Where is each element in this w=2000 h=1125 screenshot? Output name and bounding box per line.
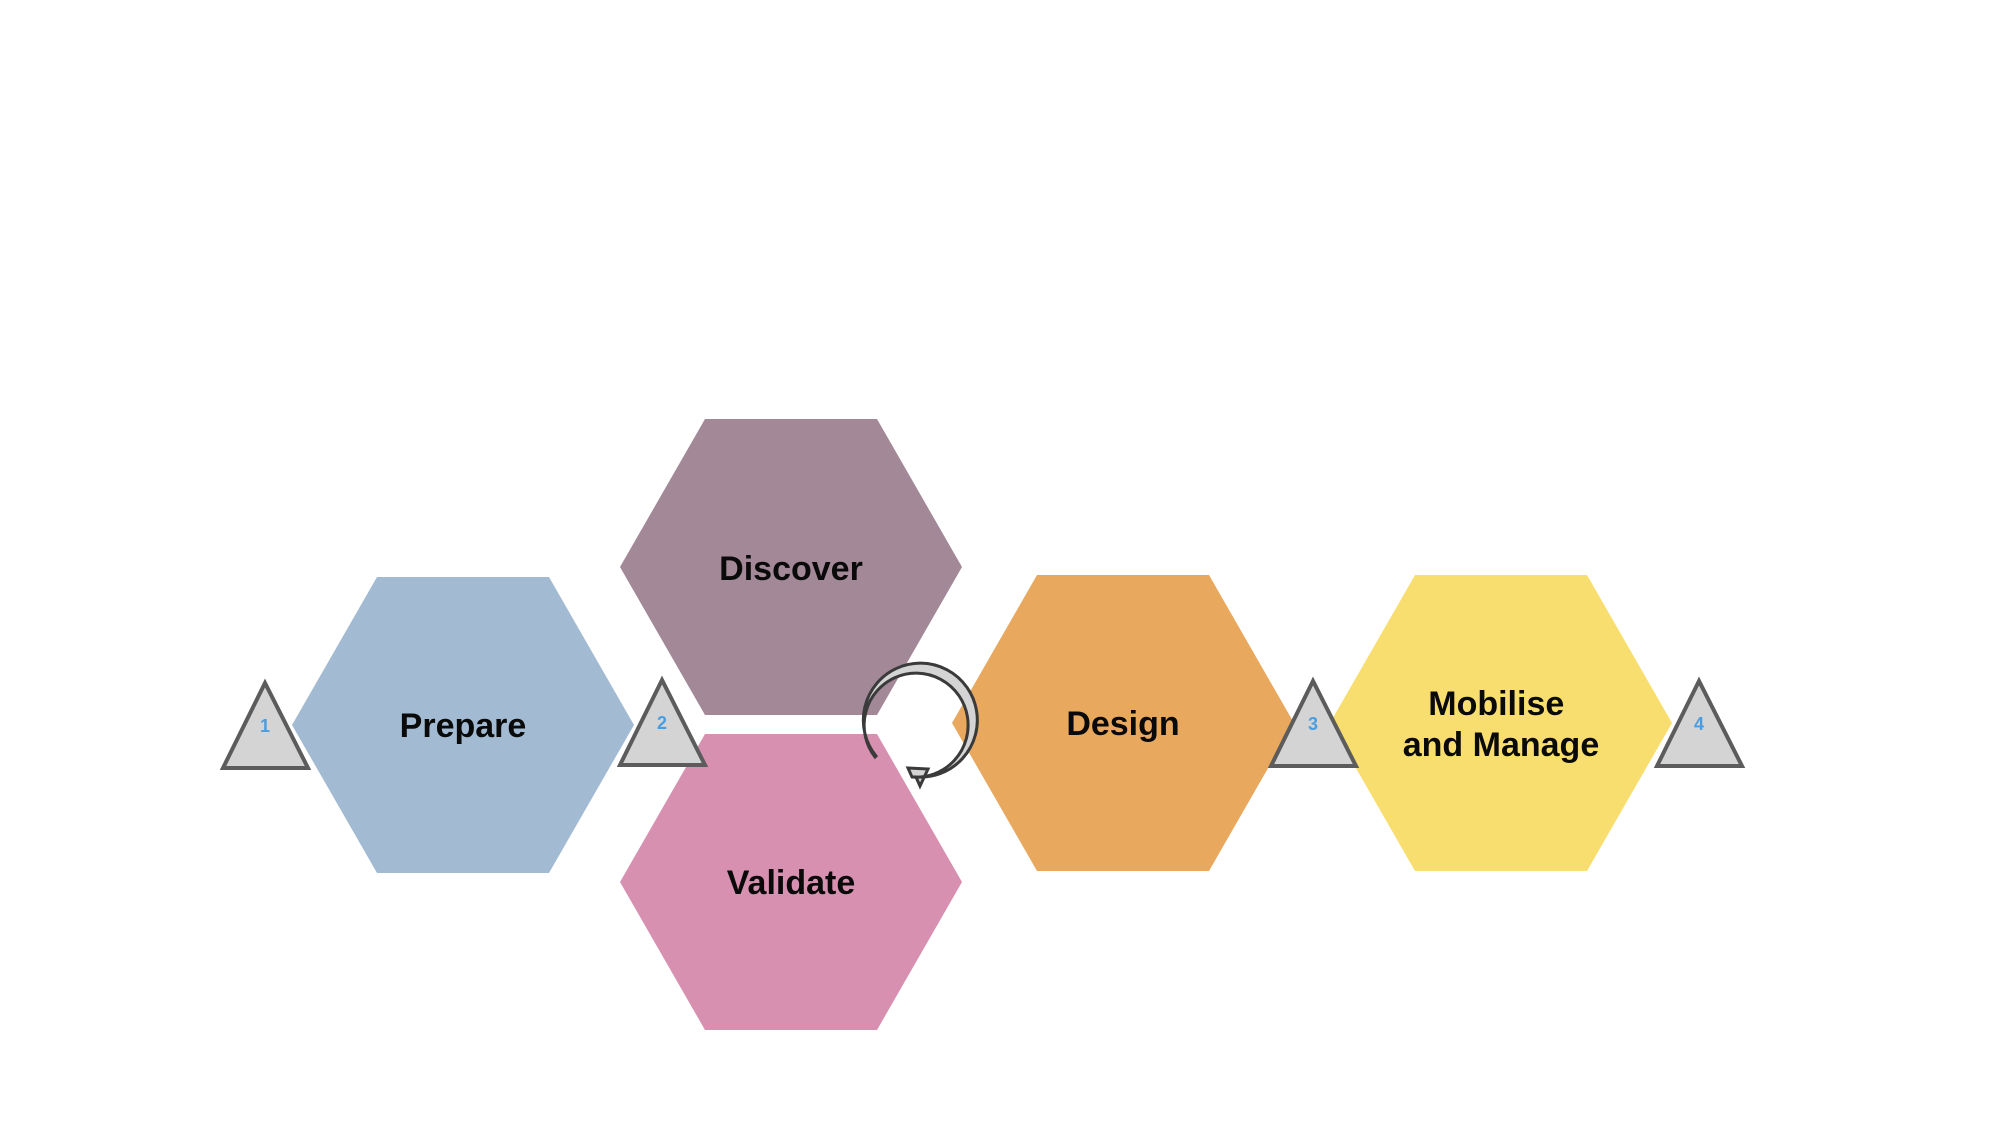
gate-triangle-2-label: 2 (657, 713, 667, 733)
hexagon-validate-label: Validate (727, 864, 856, 902)
hexagon-design-shape (952, 575, 1294, 871)
gate-triangle-3[interactable]: 3 (1267, 676, 1360, 768)
gate-triangle-1-shape (219, 678, 312, 770)
cycle-arrow-icon-shape (861, 661, 979, 790)
hexagon-validate-shape (620, 734, 962, 1030)
hexagon-mobilise-label-line2: and Manage (1403, 726, 1599, 764)
hexagon-design-label: Design (1066, 705, 1179, 743)
gate-triangle-3-shape (1267, 676, 1360, 768)
hexagon-mobilise-label-line1: Mobilise (1428, 685, 1564, 723)
gate-triangle-4-label: 4 (1694, 714, 1704, 734)
hexagon-prepare-shape (292, 577, 634, 873)
hexagon-mobilise-and-manage[interactable]: Mobilise and Manage (1330, 575, 1672, 871)
gate-triangle-4[interactable]: 4 (1653, 676, 1746, 768)
hexagon-discover[interactable]: Discover (620, 419, 962, 715)
hexagon-discover-label: Discover (719, 550, 863, 588)
hexagon-design[interactable]: Design (952, 575, 1294, 871)
cycle-arrow-icon (861, 661, 979, 790)
gate-triangle-2[interactable]: 2 (616, 675, 709, 767)
gate-triangle-1[interactable]: 1 (219, 678, 312, 770)
gate-triangle-1-label: 1 (260, 716, 270, 736)
hexagon-discover-shape (620, 419, 962, 715)
gate-triangle-3-label: 3 (1308, 714, 1318, 734)
hexagon-mobilise-label: Mobilise and Manage (1403, 685, 1599, 764)
hexagon-prepare[interactable]: Prepare (292, 577, 634, 873)
hexagon-prepare-label: Prepare (400, 707, 527, 745)
hexagon-validate[interactable]: Validate (620, 734, 962, 1030)
hexagon-mobilise-shape (1330, 575, 1672, 871)
gate-triangle-2-shape (616, 675, 709, 767)
gate-triangle-4-shape (1653, 676, 1746, 768)
